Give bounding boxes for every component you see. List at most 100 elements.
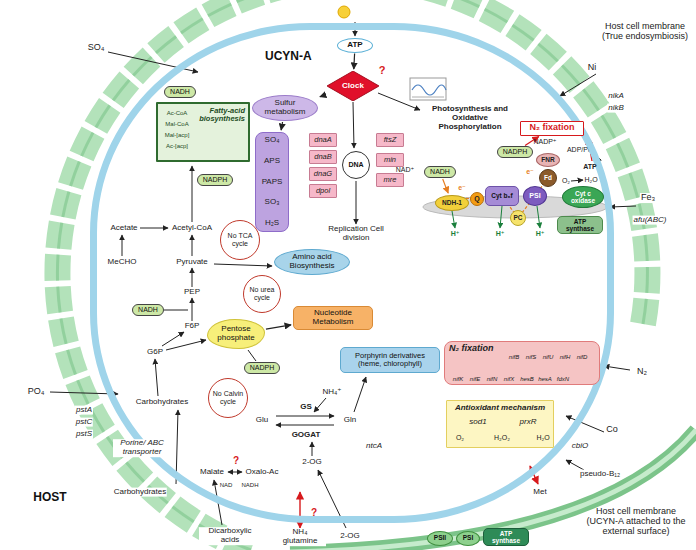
- text-label: pstA: [75, 406, 93, 415]
- pathway-arrow: [192, 235, 193, 256]
- text-label: Oxalo-Ac: [246, 468, 279, 477]
- pathway-arrow: [314, 398, 326, 412]
- text-label: Carbohydrates: [113, 488, 167, 497]
- pathway-arrow: [50, 22, 636, 528]
- text-label: Co: [605, 425, 619, 435]
- pathway-arrow: [122, 235, 123, 256]
- connector-arrow: [443, 179, 448, 193]
- round-node: Cyt b₆f: [485, 186, 519, 206]
- text-label: Acetyl-CoA: [172, 224, 212, 233]
- pathway-arrow: [604, 366, 630, 370]
- text-label: Replication Cell division: [321, 225, 391, 243]
- circle-node: No urea cycle: [243, 275, 281, 313]
- text-label: PO₄: [27, 387, 46, 397]
- text-label: NH₄⁺: [322, 388, 341, 397]
- diamond-shape: [327, 71, 379, 101]
- circle-node: DNA: [342, 151, 370, 179]
- oval-node: PSI: [456, 531, 480, 546]
- text-label: ADP/Pᵢ: [567, 146, 589, 154]
- pathway-arrow: [192, 298, 193, 321]
- circle-node: Fd: [539, 169, 557, 187]
- host-membrane: [290, 430, 696, 550]
- pill-node: NADH: [132, 304, 164, 316]
- text-label: nikB: [607, 104, 625, 113]
- text-label: O₂: [456, 434, 464, 442]
- text-label: Mal-CoA: [165, 121, 188, 128]
- pill-node: NADH: [164, 86, 196, 98]
- pathway-arrow: [228, 472, 242, 473]
- text-label: SO₄: [87, 43, 106, 53]
- text-label: H⁺: [496, 230, 505, 238]
- text-label: GOGAT: [292, 431, 321, 440]
- node-text: Antioxidant mechanism: [455, 404, 545, 413]
- red-arrow: [300, 137, 592, 528]
- pathway-arrow: [176, 410, 178, 484]
- node-text: NADPH: [203, 176, 228, 184]
- pill-node: NADH: [424, 166, 456, 178]
- node-text: Fatty-acid biosynthesis: [196, 107, 245, 124]
- band-node: SO₄APSPAPSSO₃H₂S: [255, 132, 289, 232]
- oval-node: Sulfur metabolism: [252, 95, 318, 121]
- electron-path: [461, 178, 548, 218]
- proton-arrow: [500, 206, 502, 228]
- node-text: PSI: [463, 534, 473, 541]
- text-label: nifX: [504, 376, 514, 383]
- text-label: Host cell membrane (True endosymbiosis): [595, 22, 695, 42]
- node-text: Fd: [544, 174, 552, 181]
- pathway-arrow: [276, 416, 334, 417]
- text-label: GS: [300, 403, 312, 412]
- text-label: fdxN: [557, 376, 569, 383]
- node-text: Q: [474, 195, 479, 203]
- host-membrane: [290, 430, 696, 550]
- text-label: MeCHO: [108, 258, 137, 267]
- node-text: dnaG: [314, 170, 332, 178]
- text-label: nifB: [509, 354, 519, 361]
- node-text: ATP synthase: [486, 530, 526, 544]
- text-label: pstC: [75, 418, 93, 427]
- pathway-arrow: [192, 268, 193, 287]
- node-text: Pentose phosphate: [210, 325, 262, 343]
- proton-arrow: [452, 206, 540, 228]
- pathway-arrow: [566, 416, 604, 432]
- pill-node: NADPH: [197, 174, 233, 186]
- text-label: pseudo-B₁₂: [579, 470, 621, 479]
- text-label: hesB: [520, 376, 534, 383]
- node-text: No Calvin cycle: [211, 390, 245, 405]
- node-text: NADH: [170, 88, 190, 96]
- node-text: No urea cycle: [246, 286, 278, 301]
- text-label: nifD: [577, 354, 588, 361]
- text-label: NH₄ glutamine: [274, 528, 326, 546]
- text-label: Malate: [200, 468, 224, 477]
- rect-node: N₂ fixation: [520, 121, 584, 136]
- node-text: NADH: [138, 306, 158, 314]
- sun-moon-icon: [360, 5, 367, 19]
- oval-node: ATP: [337, 38, 373, 53]
- text-label: afu(ABC): [633, 216, 668, 225]
- pathway-arrow: [140, 228, 168, 229]
- node-text: PSII: [434, 534, 446, 541]
- blob-node: Pentose phosphate: [207, 319, 265, 349]
- pathway-arrow: [108, 52, 198, 72]
- rect-node: mre: [376, 173, 404, 187]
- text-label: hesA: [538, 376, 552, 383]
- text-label: NADP⁺: [533, 138, 556, 146]
- text-label: pstS: [75, 430, 93, 439]
- node-text: NADPH: [503, 148, 528, 156]
- node-text: No TCA cycle: [223, 232, 257, 247]
- text-label: Fe₃: [640, 193, 656, 203]
- node-text: NDH-1: [442, 199, 462, 206]
- pill-node: NADPH: [244, 362, 280, 374]
- sun-moon-icon: [338, 6, 350, 18]
- text-label: F6P: [185, 322, 200, 331]
- oval-node: PSII: [427, 531, 453, 546]
- text-label: Porine/ ABC transporter: [113, 439, 171, 457]
- text-label: nifS: [526, 354, 536, 361]
- node-text: NADH: [430, 168, 450, 176]
- node-text: ATP: [347, 41, 362, 50]
- text-label: e⁻: [458, 184, 466, 192]
- pathway-arrow: [560, 74, 596, 96]
- pathway-arrow: [356, 181, 357, 224]
- host-membrane: [57, 0, 696, 550]
- pill-node: NADPH: [497, 146, 533, 158]
